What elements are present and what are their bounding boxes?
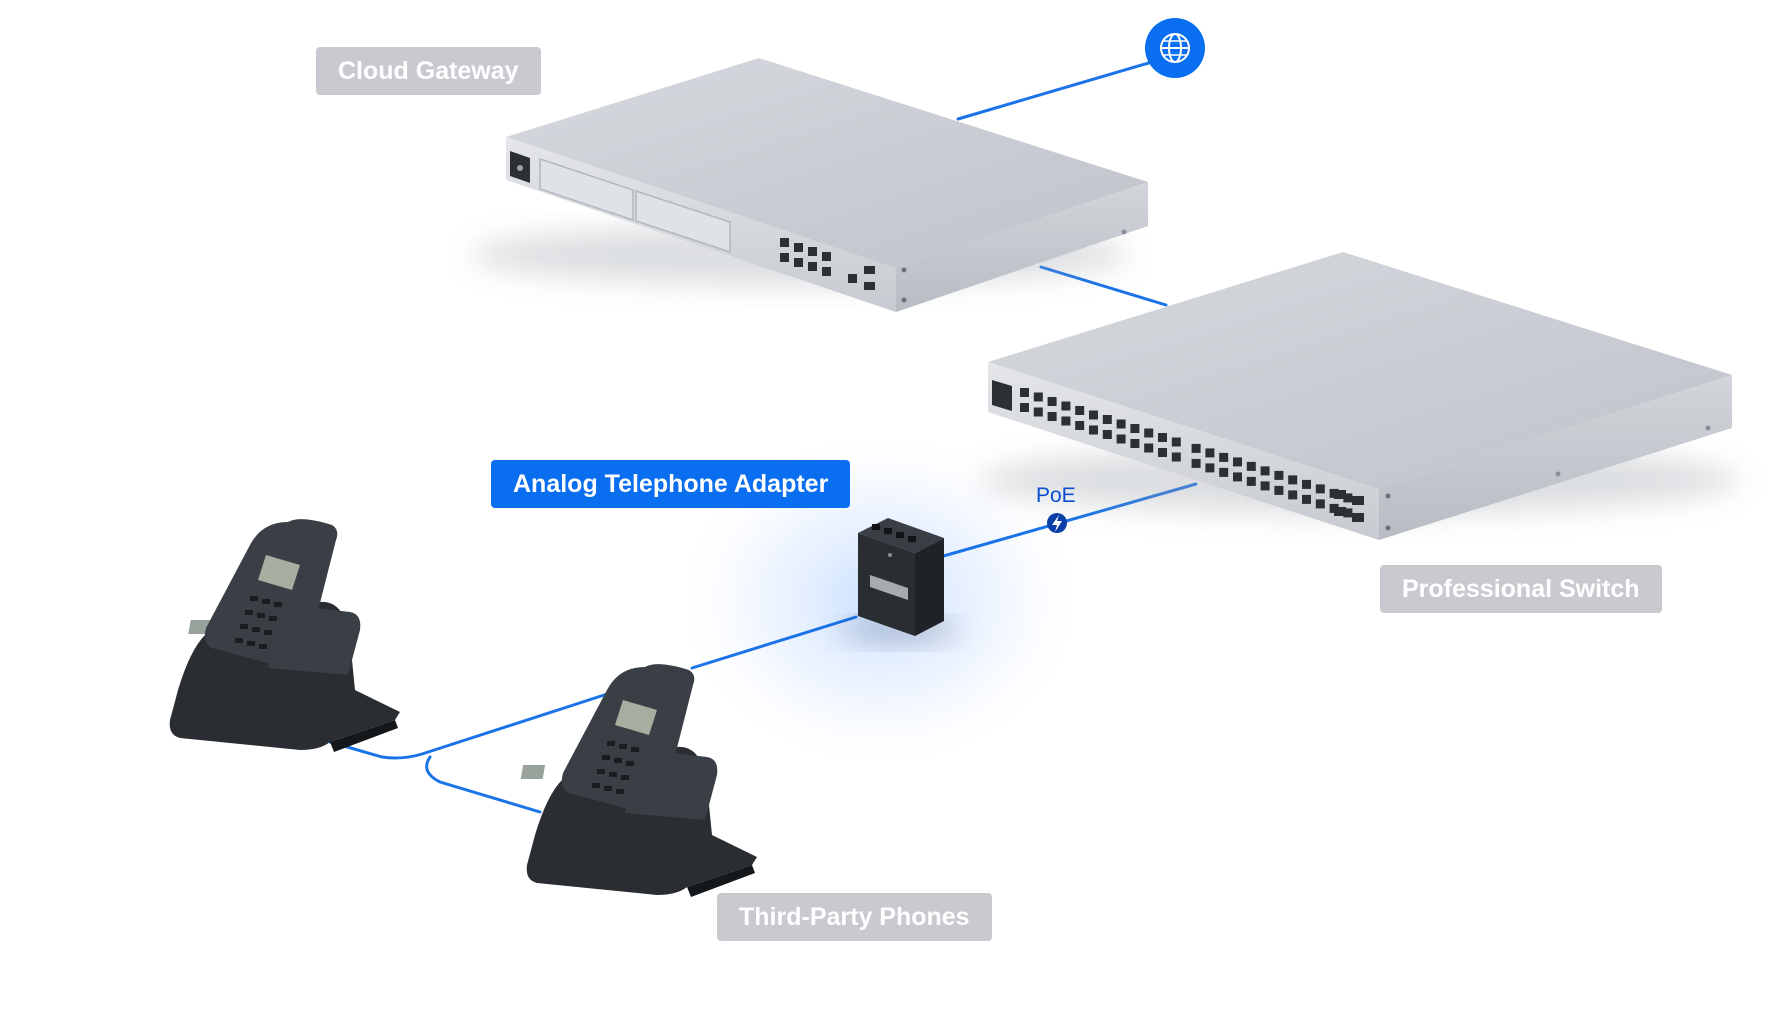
switch-port <box>1144 443 1154 453</box>
switch-port <box>1116 434 1126 444</box>
globe-icon[interactable] <box>1145 18 1205 78</box>
third-party-phones-label: Third-Party Phones <box>717 893 992 941</box>
switch-port <box>1343 493 1353 503</box>
switch-port <box>1130 424 1140 433</box>
analog-telephone-adapter-label: Analog Telephone Adapter <box>491 460 851 508</box>
switch-port <box>1246 476 1256 486</box>
switch-port <box>1315 499 1325 509</box>
switch-port <box>1219 452 1229 462</box>
switch-port <box>1315 484 1325 494</box>
phone-branch-link <box>328 684 634 760</box>
switch-port <box>1219 467 1229 477</box>
switch-port <box>1047 412 1057 421</box>
switch-port <box>1302 479 1311 489</box>
switch-port <box>1130 439 1140 448</box>
switch-port <box>1020 403 1029 412</box>
switch-port <box>1075 421 1085 430</box>
switch-port <box>1061 401 1071 411</box>
professional-switch-label: Professional Switch <box>1380 565 1662 613</box>
switch-port <box>1205 448 1215 458</box>
switch-port <box>1020 388 1029 397</box>
phone-2[interactable] <box>520 664 757 897</box>
switch-port <box>1260 466 1270 476</box>
ata-to-phone2-link <box>690 615 858 670</box>
switch-port <box>1171 452 1181 462</box>
phone-1[interactable] <box>169 519 400 752</box>
switch-port <box>1260 481 1270 491</box>
switch-port <box>1102 415 1112 424</box>
switch-port <box>1233 457 1242 467</box>
switch-port <box>1205 463 1215 473</box>
switch-port <box>1102 430 1112 439</box>
switch-port <box>1171 437 1181 447</box>
analog-telephone-adapter-device[interactable] <box>840 518 960 642</box>
poe-label: PoE <box>1036 484 1076 507</box>
switch-port <box>1089 410 1098 420</box>
lightning-bolt-icon <box>1047 513 1067 533</box>
phone-branch-link-2 <box>425 755 542 814</box>
gateway-to-switch-link <box>1039 265 1168 307</box>
cloud-gateway-label: Cloud Gateway <box>316 47 541 95</box>
switch-port <box>1033 392 1043 402</box>
internet-link <box>956 60 1154 121</box>
switch-port <box>1033 407 1043 417</box>
switch-port <box>1274 470 1284 480</box>
switch-port <box>1191 443 1201 453</box>
switch-port <box>1075 406 1085 415</box>
switch-port <box>1116 419 1126 429</box>
professional-switch-device[interactable] <box>980 252 1740 540</box>
switch-port <box>1233 472 1242 482</box>
switch-port <box>1158 448 1167 457</box>
switch-port <box>1246 461 1256 471</box>
switch-port <box>1158 433 1167 442</box>
switch-port <box>1274 485 1284 495</box>
switch-port <box>1302 494 1311 504</box>
cloud-gateway-device[interactable] <box>470 58 1148 312</box>
switch-port <box>1089 425 1098 435</box>
switch-port <box>1288 475 1298 485</box>
switch-port <box>1061 416 1071 426</box>
switch-ports <box>1020 388 1353 518</box>
switch-port <box>1343 508 1353 518</box>
switch-port <box>1191 458 1201 468</box>
switch-port <box>1288 490 1298 500</box>
switch-port <box>1047 397 1057 406</box>
switch-port <box>1144 428 1154 438</box>
